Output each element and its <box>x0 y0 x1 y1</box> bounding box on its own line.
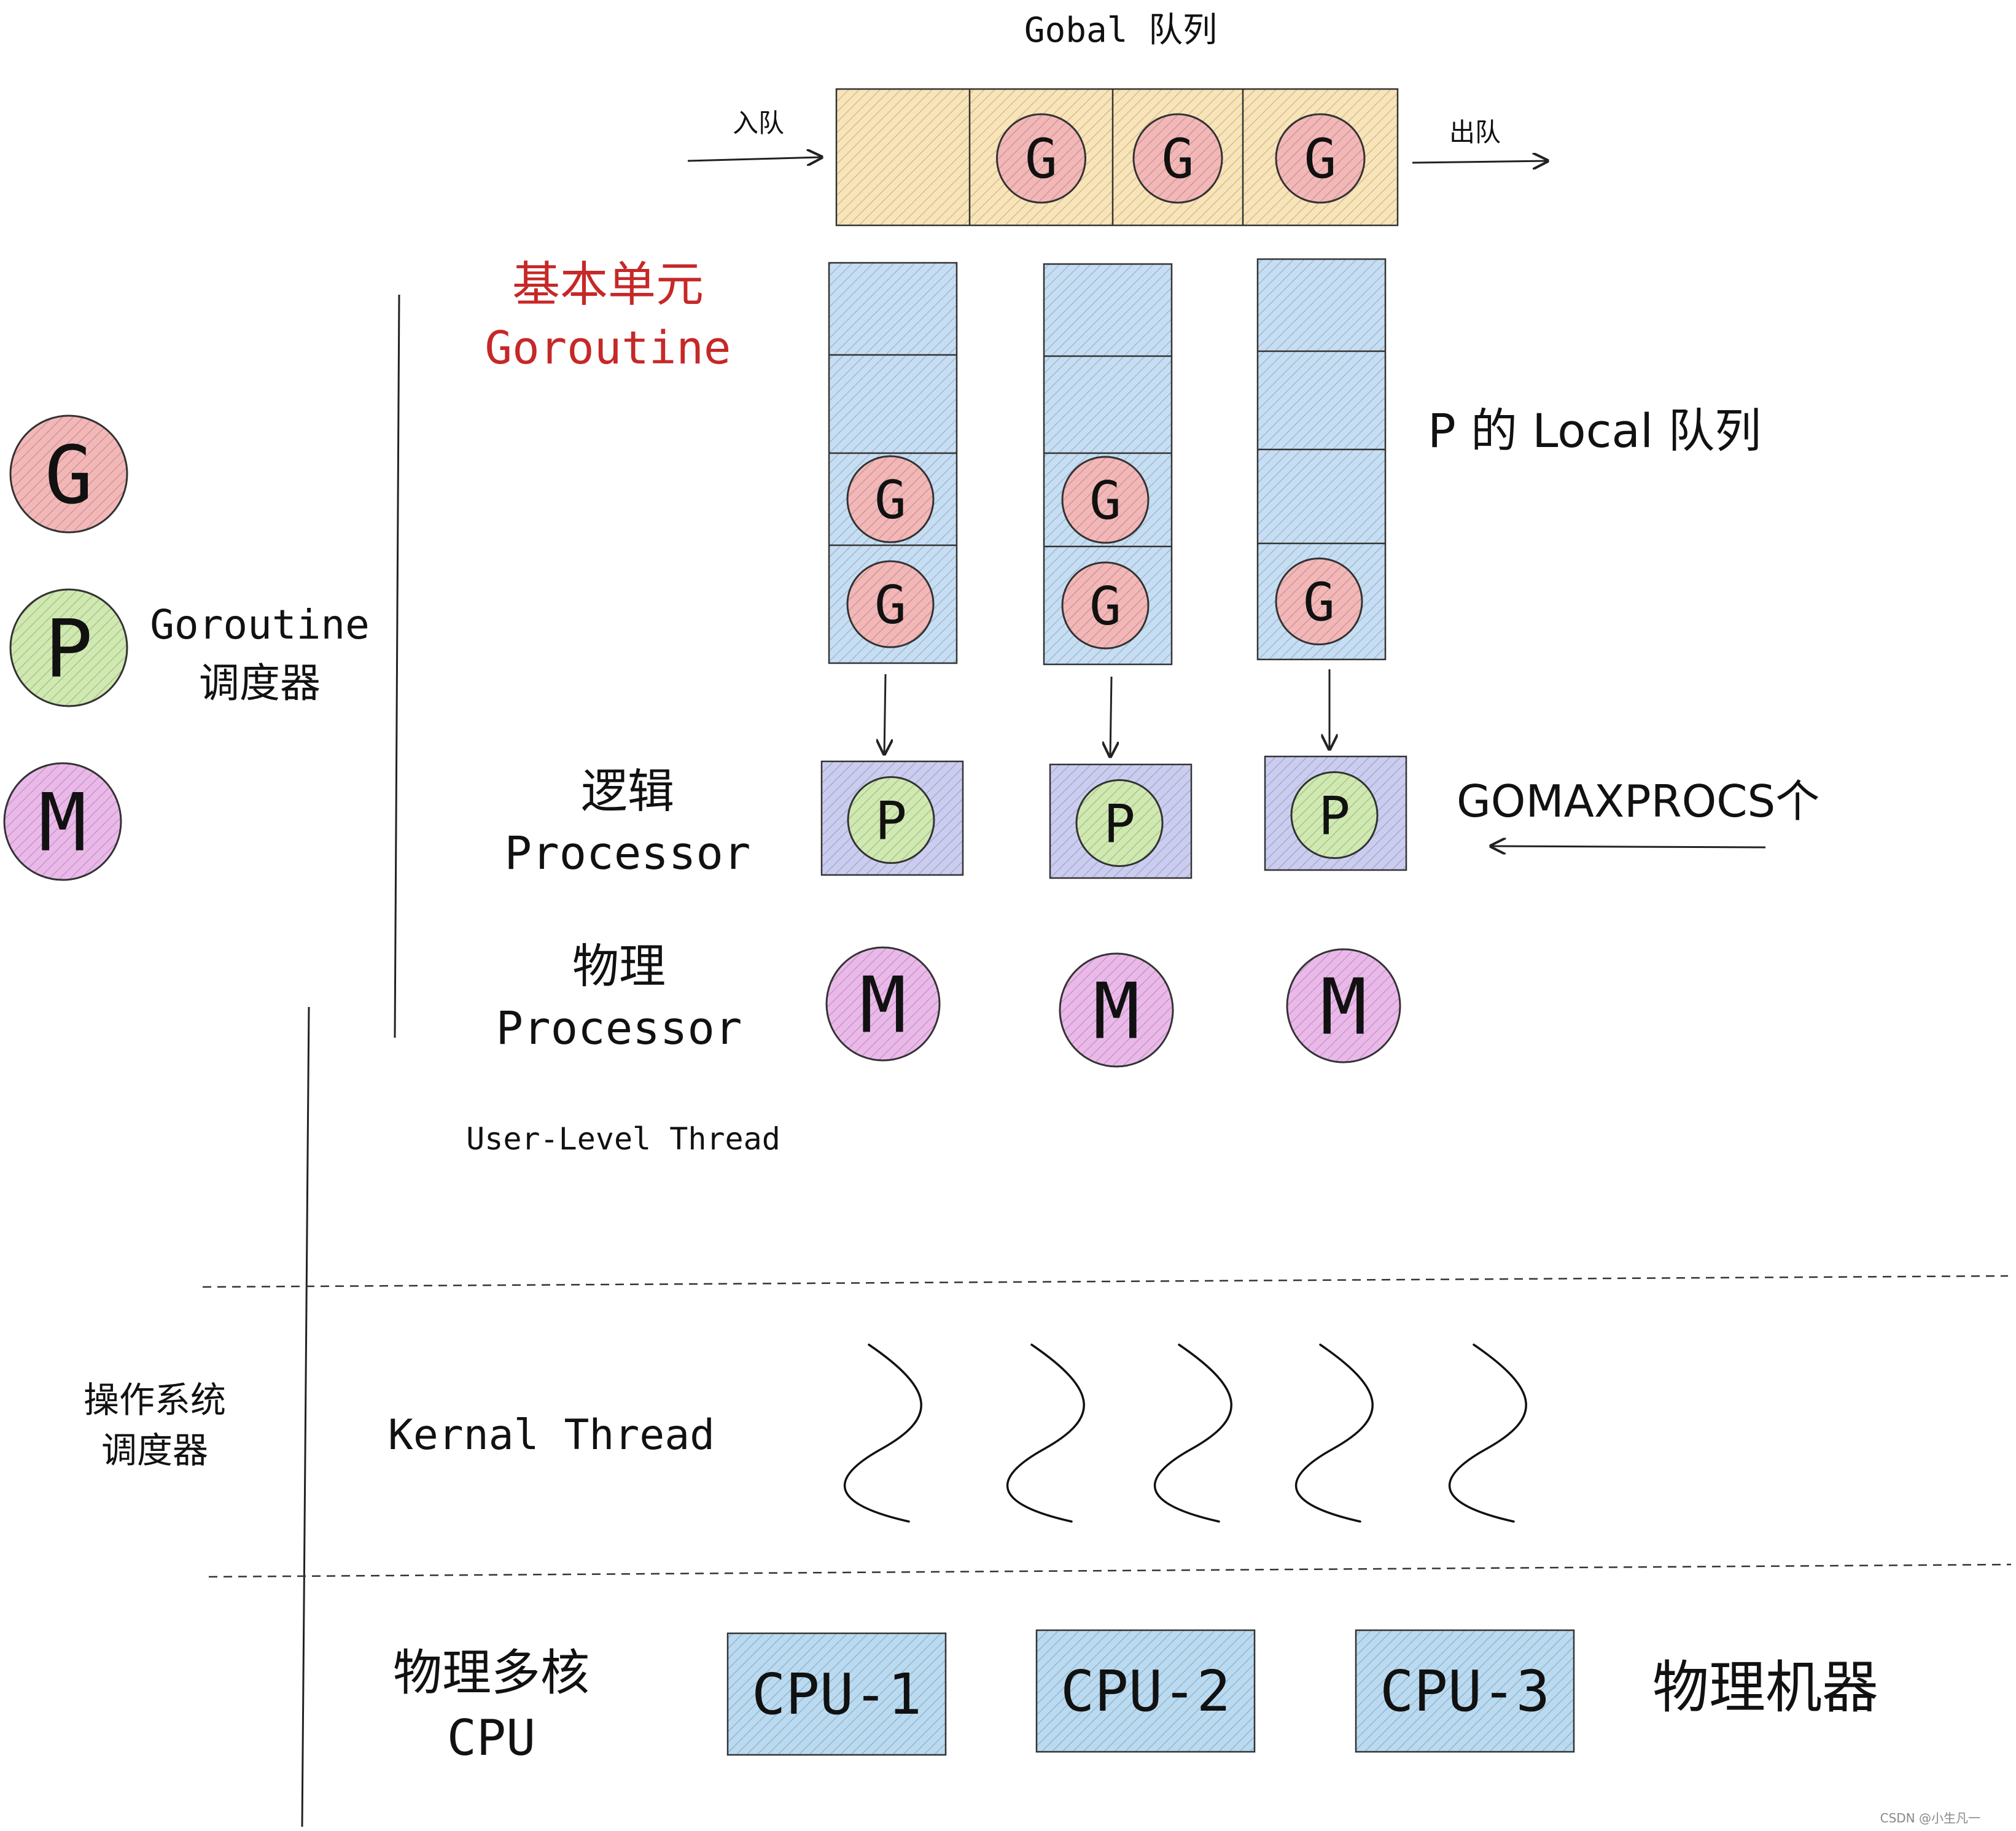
kernel-thread-5 <box>1448 1343 1527 1523</box>
global-queue-goroutine-3-letter: G <box>1304 128 1337 191</box>
cpu-section-label-en: CPU <box>447 1709 536 1767</box>
cpu-label-3: CPU-3 <box>1380 1658 1550 1724</box>
cpu-box-2 <box>1035 1629 1256 1753</box>
goroutine-scheduler-divider <box>394 294 400 1038</box>
cpu-label-1: CPU-1 <box>752 1662 922 1727</box>
queue-to-processor-arrows <box>884 669 1329 756</box>
physical-processor-1-letter: M <box>860 960 906 1050</box>
global-queue-title: Gobal 队列 <box>1024 10 1217 50</box>
legend-processor-letter: P <box>45 602 93 696</box>
cpu-3: CPU-3 <box>1355 1629 1575 1753</box>
kernel-threads <box>843 1343 1527 1523</box>
local-queue-2-goroutine-2: G <box>1061 456 1150 544</box>
legend-goroutine: G <box>9 414 128 534</box>
dequeue-label: 出队 <box>1449 117 1501 147</box>
local-queue-3-goroutine-3-letter: G <box>1303 572 1335 633</box>
logical-processor-label-en: Processor <box>505 827 751 880</box>
local-queue-1-goroutine-3-letter: G <box>874 575 906 636</box>
cpu-2: CPU-2 <box>1035 1629 1256 1753</box>
logical-processor-3: P <box>1264 755 1407 871</box>
kernel-hardware-separator <box>208 1563 2012 1578</box>
cpu-box-3 <box>1355 1629 1575 1753</box>
local-queue-2-goroutine-2-letter: G <box>1089 470 1121 532</box>
physical-processor-3: M <box>1286 948 1401 1063</box>
physical-processor-label-cn: 物理 <box>572 939 666 993</box>
cpu-section-label-cn: 物理多核 <box>393 1644 590 1701</box>
global-queue-goroutine-3: G <box>1275 113 1366 204</box>
logical-processor-circle-1: P <box>847 776 935 864</box>
local-queue-2-goroutine-3-letter: G <box>1089 576 1121 637</box>
legend-processor: P <box>9 588 128 707</box>
global-queue-goroutine-1: G <box>996 113 1086 204</box>
watermark: CSDN @小生凡一 <box>1880 1811 1980 1825</box>
logical-processor-circle-3: P <box>1290 771 1379 859</box>
goroutine-heading-cn: 基本单元 <box>512 257 704 313</box>
os-scheduler-label-cn1: 操作系统 <box>84 1379 226 1421</box>
local-queue-2-goroutine-3: G <box>1061 561 1150 650</box>
physical-processor-1: M <box>825 946 941 1062</box>
legend-machine-letter: M <box>39 776 87 869</box>
kernel-thread-3 <box>1153 1343 1232 1523</box>
user-level-thread-label: User-Level Thread <box>466 1121 780 1157</box>
kernel-thread-4 <box>1294 1343 1374 1523</box>
logical-processor-2: P <box>1049 763 1193 879</box>
physical-machine-label: 物理机器 <box>1652 1655 1878 1720</box>
local-queue-label: P 的 Local 队列 <box>1428 403 1761 458</box>
kernel-thread-1 <box>843 1343 922 1523</box>
queue-arrow-2 <box>1110 676 1111 756</box>
logical-processor-1: P <box>820 760 964 876</box>
global-queue-goroutine-2: G <box>1132 113 1223 204</box>
legend-goroutine-letter: G <box>45 429 93 522</box>
enqueue-arrow <box>687 157 822 161</box>
local-queue-1: GG <box>828 262 958 664</box>
global-queue-goroutine-2-letter: G <box>1162 128 1194 191</box>
logical-processor-circle-2-letter: P <box>1103 793 1135 855</box>
logical-processor-circle-1-letter: P <box>875 790 907 852</box>
cpu-box-1 <box>726 1632 947 1756</box>
dequeue-arrow <box>1412 161 1547 163</box>
logical-processor-circle-2: P <box>1075 779 1164 867</box>
legend: GPM <box>3 414 128 881</box>
cpu-label-2: CPU-2 <box>1061 1658 1231 1724</box>
gomaxprocs-arrow <box>1491 846 1766 847</box>
enqueue-label: 入队 <box>733 108 784 138</box>
local-queue-3: G <box>1256 258 1387 661</box>
logical-processor-label-cn: 逻辑 <box>581 764 674 818</box>
queue-arrow-1 <box>884 674 885 754</box>
logical-processor-circle-3-letter: P <box>1318 785 1350 847</box>
goroutine-heading-en: Goroutine <box>485 322 731 375</box>
physical-processor-2: M <box>1059 952 1174 1068</box>
legend-machine: M <box>3 762 122 881</box>
cpus: CPU-1 CPU-2 CPU-3 <box>726 1629 1575 1756</box>
os-scheduler-divider <box>301 1006 310 1827</box>
local-queue-1-goroutine-2: G <box>846 455 935 543</box>
gomaxprocs-label: GOMAXPROCS个 <box>1457 776 1819 827</box>
physical-processor-2-letter: M <box>1093 966 1140 1056</box>
global-queue-goroutine-1-letter: G <box>1025 128 1057 191</box>
scheduler-label-en: Goroutine <box>150 601 370 648</box>
os-scheduler-label-cn2: 调度器 <box>101 1429 208 1471</box>
local-queue-2: GG <box>1043 263 1173 666</box>
physical-processor-3-letter: M <box>1320 962 1367 1052</box>
physical-processor-label-en: Processor <box>496 1002 742 1055</box>
user-kernel-separator <box>202 1275 2009 1288</box>
local-queue-1-goroutine-3: G <box>846 560 935 648</box>
local-queue-1-goroutine-2-letter: G <box>874 470 906 531</box>
local-queue-3-goroutine-3: G <box>1275 558 1363 645</box>
kernel-thread-label: Kernal Thread <box>388 1411 715 1460</box>
kernel-thread-2 <box>1006 1343 1085 1523</box>
scheduler-label-cn: 调度器 <box>199 659 321 707</box>
cpu-1: CPU-1 <box>726 1632 947 1756</box>
